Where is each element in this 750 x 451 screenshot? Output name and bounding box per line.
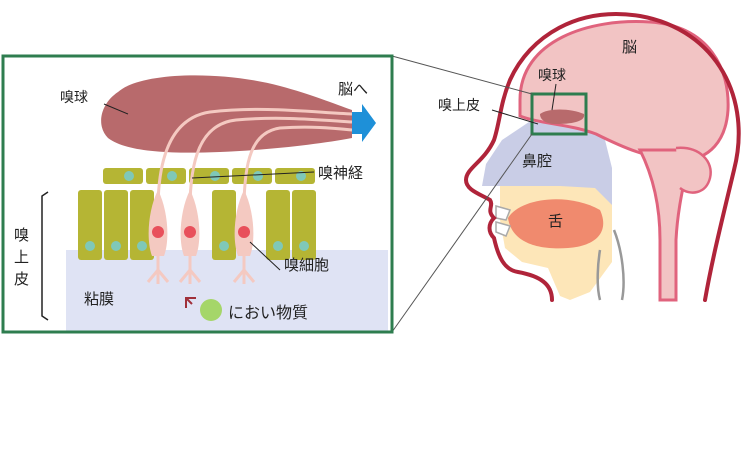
detail-panel: 嗅球 脳へ 嗅神経 嗅細胞 粘膜 におい物質 嗅 上 皮 xyxy=(1,54,394,334)
head-section: 脳 嗅球 嗅上皮 鼻腔 舌 xyxy=(438,12,741,302)
support-cell-column xyxy=(266,190,290,260)
zoom-connector-bottom xyxy=(391,133,533,333)
neuron-nucleus xyxy=(238,226,250,238)
axon-bundle xyxy=(156,107,353,211)
odor-substance-dot xyxy=(200,299,222,321)
olfactory-neuron-3 xyxy=(232,190,256,284)
label-olfactory-nerve: 嗅神経 xyxy=(318,164,363,182)
neuron-body xyxy=(180,190,200,256)
olfactory-neuron-1 xyxy=(146,190,170,284)
cell-nucleus xyxy=(137,241,147,251)
cell-nucleus xyxy=(296,171,306,181)
neuron-dendrites xyxy=(232,256,256,284)
cell-nucleus xyxy=(219,241,229,251)
cell-nucleus xyxy=(111,241,121,251)
support-cell-top xyxy=(189,168,229,184)
cerebellum-shape xyxy=(675,146,712,194)
spine-line-1 xyxy=(596,249,602,301)
axon xyxy=(156,107,353,211)
support-cell-column xyxy=(78,190,102,260)
epithelium-bracket xyxy=(41,191,49,321)
support-cell-column xyxy=(292,190,316,260)
neuron-dendrites xyxy=(146,256,170,284)
label-head-olfactory-epithelium: 嗅上皮 xyxy=(438,98,480,114)
leader-head-bulb xyxy=(551,83,557,111)
label-mucus: 粘膜 xyxy=(84,290,114,308)
neuron-body xyxy=(234,190,254,256)
label-olfactory-bulb: 嗅球 xyxy=(60,90,88,106)
brain-shape xyxy=(518,20,730,162)
neuron-body xyxy=(148,190,168,256)
olfactory-neuron-2 xyxy=(178,190,202,284)
support-cell-top xyxy=(232,168,272,184)
cell-nucleus xyxy=(210,171,220,181)
neuron-nucleus xyxy=(184,226,196,238)
neuron-dendrites xyxy=(178,256,202,284)
leader-head-epithelium xyxy=(491,109,539,125)
label-odor-substance: におい物質 xyxy=(228,303,308,322)
label-to-brain: 脳へ xyxy=(338,80,368,98)
head-olfactory-bulb xyxy=(540,109,585,124)
leader-olfactory-cell xyxy=(249,241,281,271)
head-outline xyxy=(463,12,741,302)
axon xyxy=(242,125,353,211)
odor-rise-arrow xyxy=(185,297,196,308)
nasal-cavity-region xyxy=(482,118,612,205)
label-nasal-cavity: 鼻腔 xyxy=(522,152,552,170)
cell-nucleus xyxy=(85,241,95,251)
cell-nucleus xyxy=(253,171,263,181)
support-cells-column-nuclei xyxy=(85,241,309,251)
label-head-olfactory-bulb: 嗅球 xyxy=(538,68,566,84)
detail-frame xyxy=(1,54,394,334)
head-zoom-box xyxy=(530,92,588,136)
label-epithelium-vertical-3: 皮 xyxy=(14,270,29,288)
spine-line-2 xyxy=(612,229,625,301)
support-cell-top xyxy=(275,168,315,184)
zoom-connector-top xyxy=(391,55,533,95)
mucus-layer xyxy=(66,250,388,332)
cell-nucleus xyxy=(273,241,283,251)
leader-bulb xyxy=(103,103,129,115)
cell-nucleus xyxy=(167,171,177,181)
to-brain-arrow xyxy=(352,104,376,142)
axon xyxy=(188,116,353,211)
support-cells-columns xyxy=(78,190,316,260)
label-tongue: 舌 xyxy=(548,212,563,230)
tongue-shape xyxy=(508,199,604,249)
neuron-nucleus xyxy=(152,226,164,238)
leader-nerve xyxy=(191,171,315,179)
label-olfactory-cell: 嗅細胞 xyxy=(284,256,329,274)
support-cell-column xyxy=(130,190,154,260)
cell-nucleus xyxy=(299,241,309,251)
lower-teeth xyxy=(495,221,512,237)
label-epithelium-vertical-1: 嗅 xyxy=(14,226,29,244)
olfactory-bulb-large xyxy=(101,75,352,153)
support-cells-top-nuclei xyxy=(124,171,306,181)
upper-teeth xyxy=(495,205,512,221)
cell-nucleus xyxy=(124,171,134,181)
support-cell-top xyxy=(103,168,143,184)
label-epithelium-vertical-2: 上 xyxy=(14,248,29,266)
support-cell-top xyxy=(146,168,186,184)
support-cell-column xyxy=(212,190,236,260)
label-brain: 脳 xyxy=(622,38,637,56)
support-cells-top-row xyxy=(103,168,315,184)
support-cell-column xyxy=(104,190,128,260)
